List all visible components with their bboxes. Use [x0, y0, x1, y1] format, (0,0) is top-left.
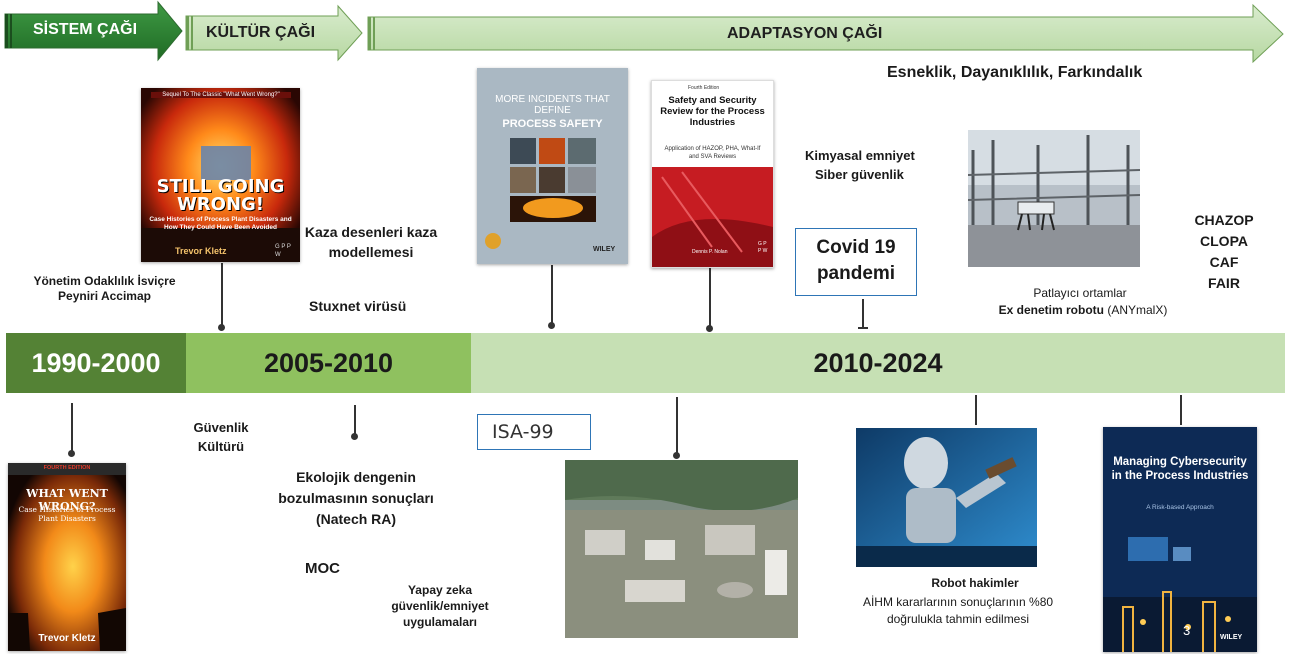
note-robot: Ex denetim robotu (ANYmalX): [968, 303, 1198, 318]
book-more-incidents: MORE INCIDENTS THAT DEFINE PROCESS SAFET…: [477, 68, 628, 264]
cyber-subtitle: A Risk-based Approach: [1146, 504, 1214, 511]
wwr-edition: FOURTH EDITION: [43, 465, 91, 471]
note-stuxnet: Stuxnet virüsü: [309, 298, 407, 314]
safety-author: Dennis P. Nolan: [692, 249, 728, 255]
phase-arrows: [4, 0, 1284, 64]
note-moc: MOC: [305, 560, 340, 577]
method-fair: FAIR: [1208, 275, 1240, 291]
stem-flood: [676, 397, 678, 457]
note-yonetim: Yönetim Odaklılık İsviçre Peyniri Accima…: [33, 274, 176, 303]
stem-safety-security: [709, 268, 711, 330]
stem-still-going: [221, 263, 223, 329]
safety-title: Safety and Security Review for the Proce…: [660, 95, 765, 128]
tick-covid: [858, 327, 868, 329]
isa-box: ISA-99: [477, 414, 591, 450]
wwr-subtitle: Case Histories of Process Plant Disaster…: [18, 505, 116, 523]
still-title: STILL GOING WRONG!: [156, 176, 285, 215]
note-robot-hakim: Robot hakimler: [931, 576, 1019, 590]
note-robot-model: (ANYmalX): [1107, 303, 1168, 317]
safety-pub: G P P W: [758, 241, 768, 254]
tagline: Esneklik, Dayanıklılık, Farkındalık: [887, 64, 1143, 81]
robot-judge-photo: [856, 428, 1037, 567]
stem-what-went-wrong: [71, 403, 73, 455]
wwr-title: WHAT WENT WRONG?: [26, 487, 108, 513]
note-guvenlik: Güvenlik Kültürü: [193, 420, 249, 454]
red-cover-art: [652, 167, 773, 267]
dot-safety-security: [706, 325, 713, 332]
note-robot-bold: Ex denetim robotu: [998, 303, 1104, 317]
dot-flood: [673, 452, 680, 459]
phase-kultur: KÜLTÜR ÇAĞI: [206, 24, 316, 41]
dot-still-going: [218, 324, 225, 331]
safety-edition: Fourth Edition: [688, 85, 720, 91]
adaptasyon-arrow: [367, 3, 1284, 64]
page-number: 3: [1183, 623, 1191, 638]
stem-robot-judge: [975, 395, 977, 425]
ccps-logo: [485, 233, 501, 249]
phase-adaptasyon: ADAPTASYON ÇAĞI: [727, 25, 883, 42]
sistem-arrow: [4, 0, 183, 62]
wwr-author: Trevor Kletz: [38, 633, 96, 644]
incidents-pub: WILEY: [593, 246, 616, 253]
note-patlayici: Patlayıcı ortamlar: [1033, 286, 1127, 300]
safety-subtitle: Application of HAZOP, PHA, What-If and S…: [664, 146, 761, 160]
note-ekolojik: Ekolojik dengenin bozulmasının sonuçları…: [278, 469, 434, 527]
era-1990-2000: 1990-2000: [6, 333, 186, 393]
book-safety-security: Fourth Edition Safety and Security Revie…: [651, 80, 774, 268]
era-2005-2010: 2005-2010: [186, 333, 471, 393]
stem-cyber: [1180, 395, 1182, 425]
method-chazop: CHAZOP: [1194, 212, 1254, 228]
still-banner: Sequel To The Classic "What Went Wrong?": [151, 92, 291, 98]
note-yapay: Yapay zeka güvenlik/emniyet uygulamaları: [391, 583, 489, 629]
era-2010-2024: 2010-2024: [471, 333, 1285, 393]
method-clopa: CLOPA: [1200, 233, 1248, 249]
flooded-plant-photo: [565, 460, 798, 638]
anymal-robot-photo: [968, 130, 1140, 267]
stem-more-incidents: [551, 265, 553, 327]
still-author: Trevor Kletz: [175, 246, 227, 256]
cyber-title: Managing Cybersecurity in the Process In…: [1111, 456, 1249, 482]
phase-sistem: SİSTEM ÇAĞI: [33, 21, 138, 38]
refinery-night-image: [1103, 537, 1257, 652]
kultur-arrow: [185, 4, 363, 62]
note-siber: Siber güvenlik: [815, 167, 904, 182]
methods-list: CHAZOP CLOPA CAF FAIR: [1183, 210, 1265, 294]
stem-covid: [862, 299, 864, 329]
note-kimyasal: Kimyasal emniyet: [805, 148, 915, 163]
covid-box: Covid 19 pandemi: [795, 228, 917, 296]
method-caf: CAF: [1209, 254, 1239, 270]
dot-what-went-wrong: [68, 450, 75, 457]
still-pub: G P P W: [275, 244, 291, 258]
still-subtitle: Case Histories of Process Plant Disaster…: [149, 216, 292, 231]
cyber-pub: WILEY: [1220, 634, 1243, 641]
book-what-went-wrong: FOURTH EDITION WHAT WENT WRONG? Case His…: [8, 463, 126, 651]
dot-more-incidents: [548, 322, 555, 329]
book-still-going-wrong: Sequel To The Classic "What Went Wrong?"…: [141, 88, 300, 262]
note-aihm: AİHM kararlarının sonuçlarının %80 doğru…: [862, 595, 1054, 626]
incident-photos: [510, 138, 596, 222]
book-cybersecurity: Managing Cybersecurity in the Process In…: [1103, 427, 1257, 652]
incidents-title-top: MORE INCIDENTS THAT DEFINE: [495, 94, 610, 116]
stem-ekolojik: [354, 405, 356, 437]
fire-image: [8, 463, 126, 651]
dot-ekolojik: [351, 433, 358, 440]
incidents-title-main: PROCESS SAFETY: [502, 118, 603, 130]
note-kaza: Kaza desenleri kaza modellemesi: [304, 224, 438, 260]
explosion-image: [141, 88, 300, 262]
